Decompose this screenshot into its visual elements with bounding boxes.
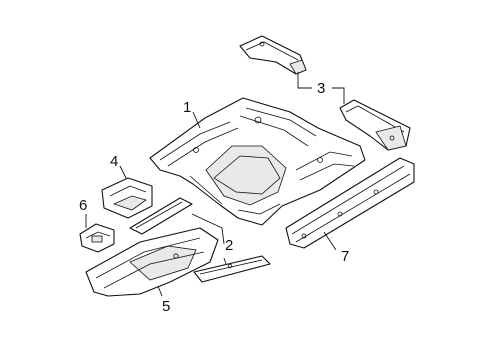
callout-4: 4 (110, 153, 118, 170)
leader-2b (223, 257, 227, 265)
callout-5: 5 (162, 298, 170, 315)
part-1-floor-pan (149, 97, 366, 226)
part-2-crossmember-upper (129, 197, 193, 235)
part-6-mount (79, 223, 115, 253)
part-3-lower-bracket (339, 99, 411, 151)
callout-2: 2 (225, 237, 233, 254)
part-4-seat-bracket (101, 177, 153, 219)
callout-1: 1 (183, 99, 191, 116)
part-5-rear-floor (85, 227, 219, 297)
part-2-crossmember-lower (193, 255, 271, 283)
leader-1 (192, 111, 201, 129)
callout-3: 3 (317, 80, 325, 97)
leader-7 (323, 231, 337, 251)
part-7-side-rail (285, 157, 415, 249)
leader-5 (157, 285, 163, 297)
callout-7: 7 (341, 248, 349, 265)
leader-4 (119, 165, 127, 179)
leader-2a (191, 213, 225, 245)
leader-3 (297, 72, 312, 89)
part-3-upper-bracket (239, 35, 307, 75)
leader-lines (85, 72, 345, 297)
leader-3b (332, 87, 345, 104)
callout-6: 6 (79, 197, 87, 214)
